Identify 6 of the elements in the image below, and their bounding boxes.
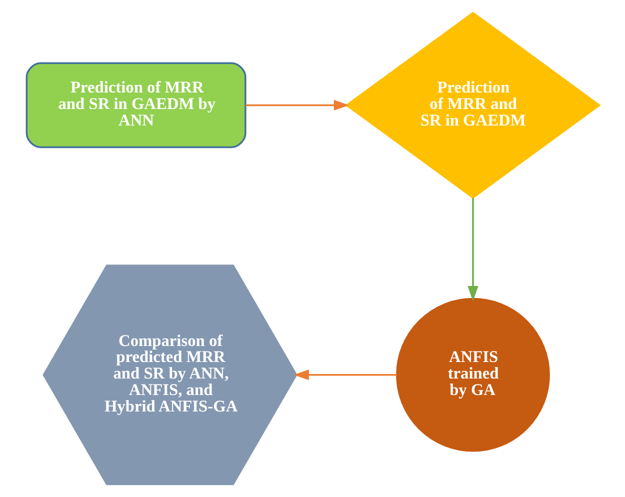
arrow [245, 100, 349, 111]
node-diamond: Prediction of MRR and SR in GAEDM [344, 12, 600, 199]
node-circle: ANFIS trained by GA [396, 298, 550, 452]
arrow [467, 198, 478, 302]
arrow [293, 370, 396, 380]
node-box: Prediction of MRR and SR in GAEDM by ANN [25, 62, 246, 148]
